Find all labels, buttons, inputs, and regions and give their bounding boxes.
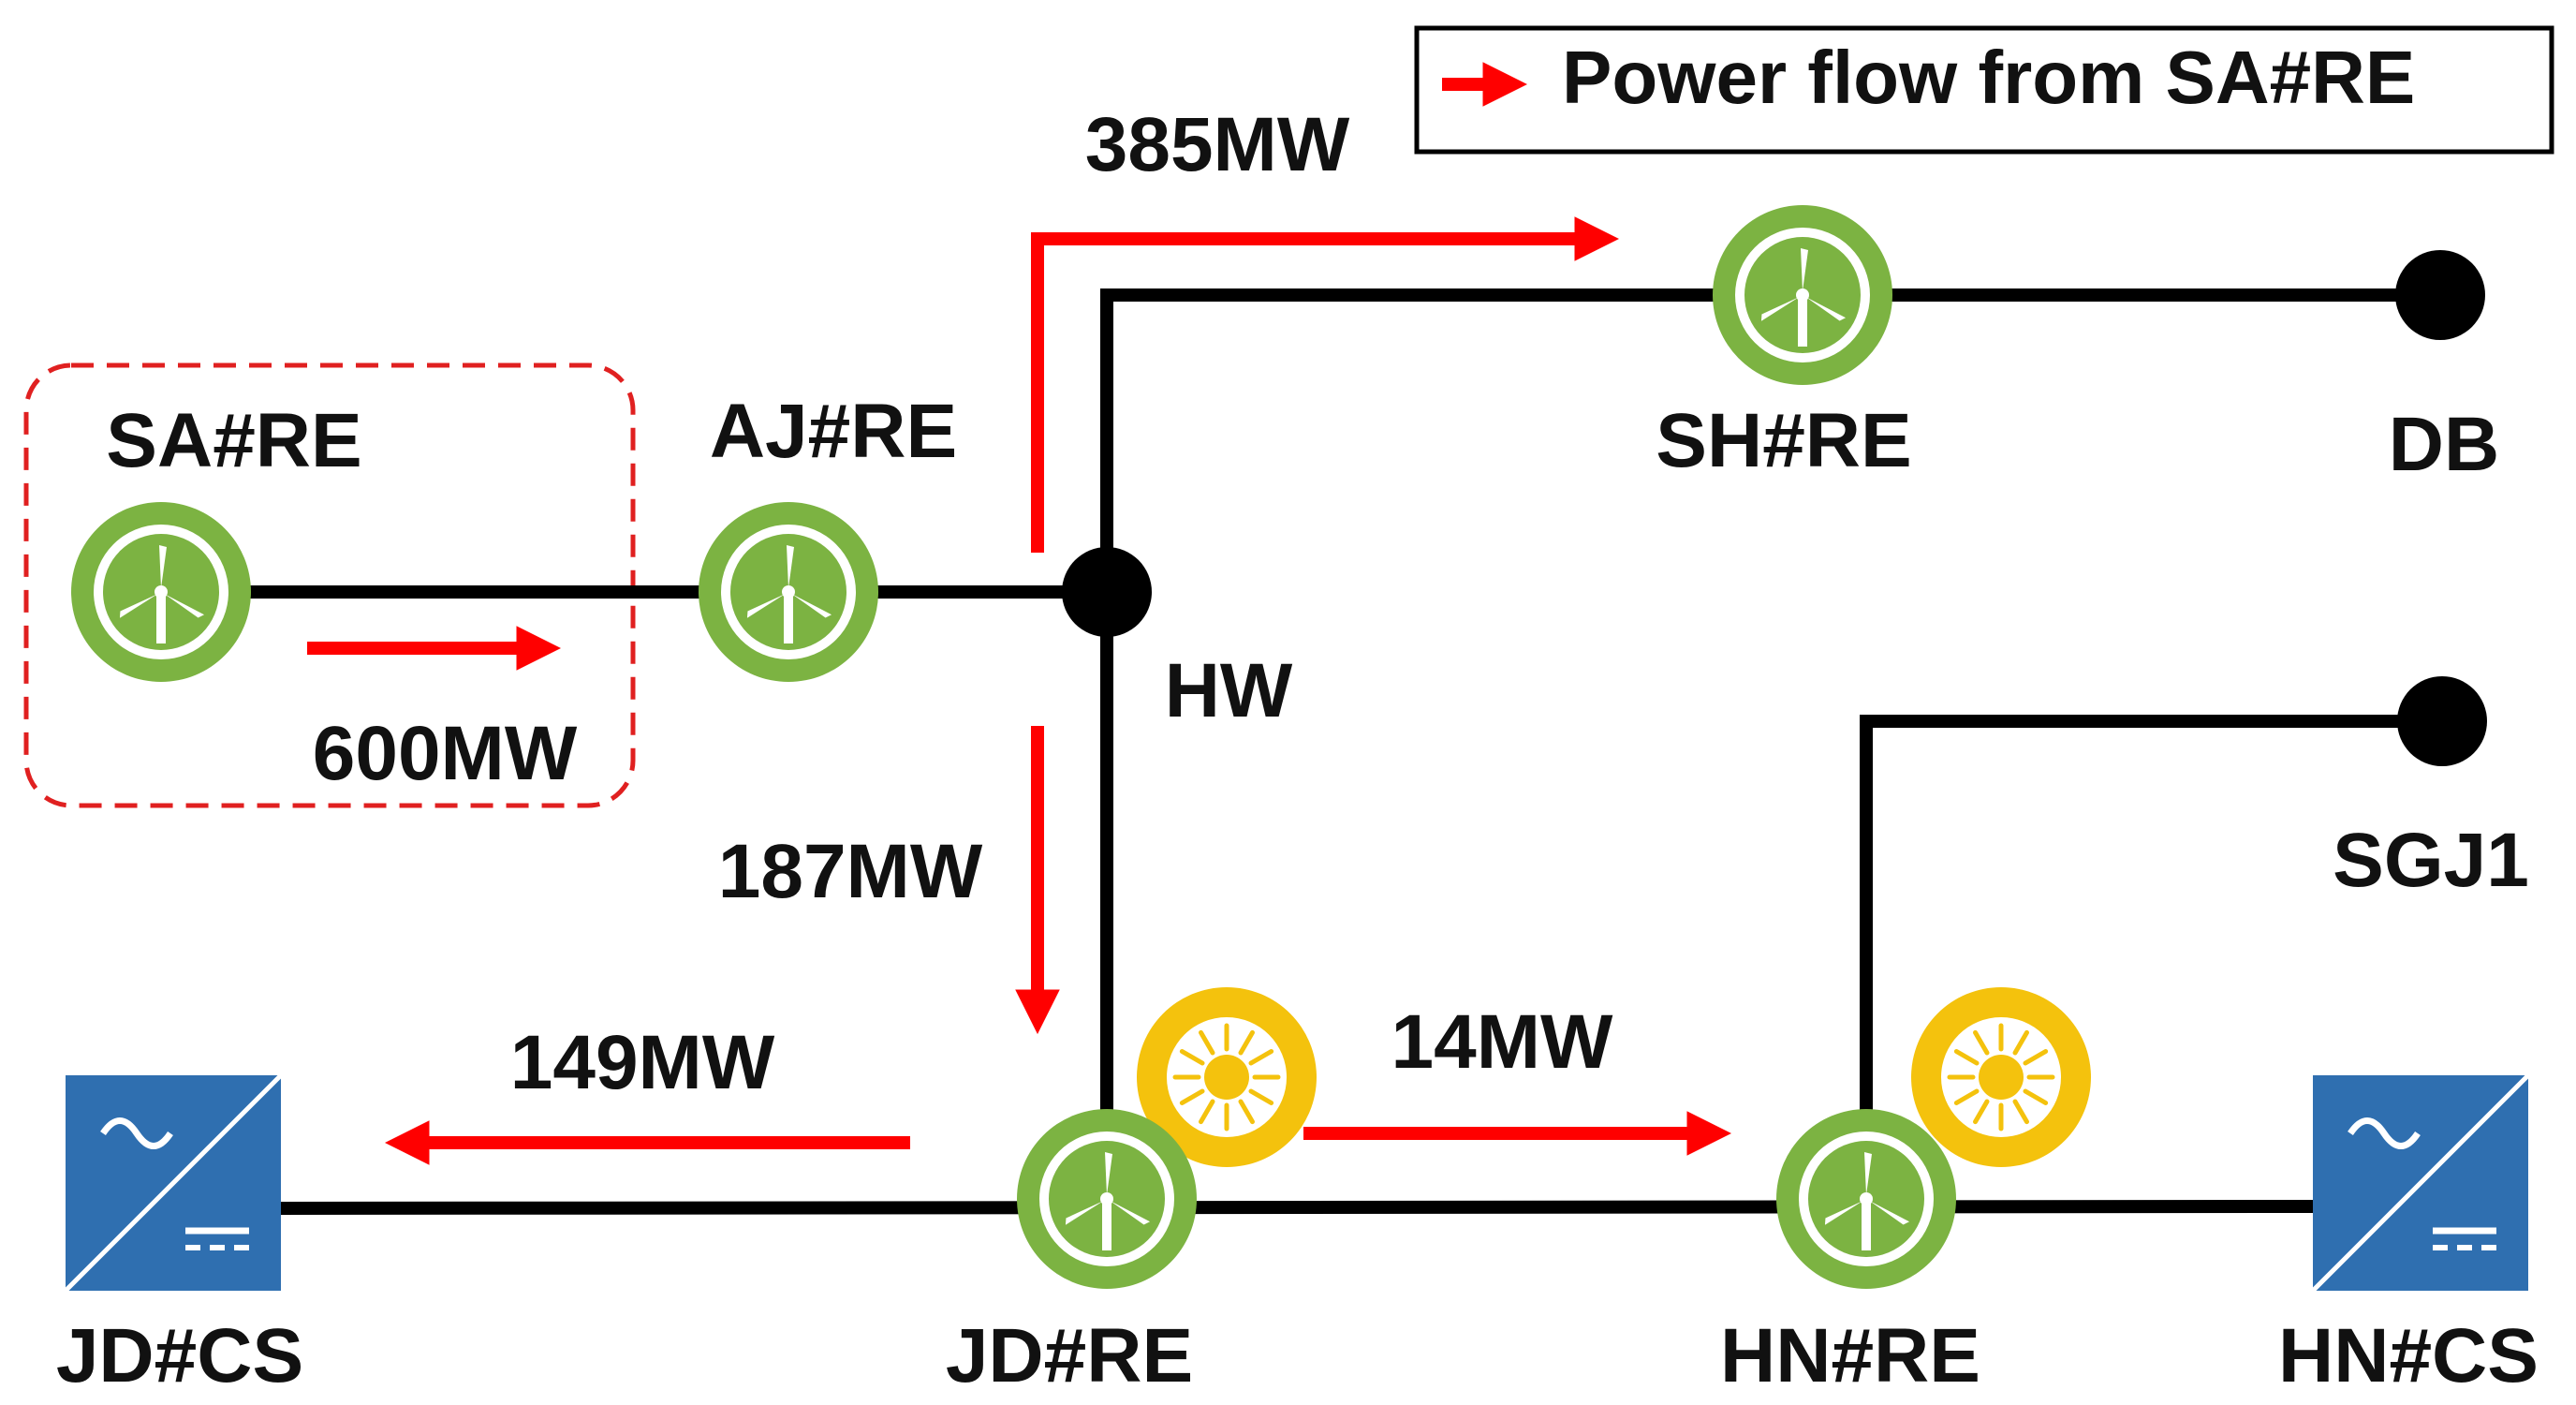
bus-node-db xyxy=(2395,250,2485,340)
flow-label-600mw: 600MW xyxy=(313,711,578,796)
label-sa-re: SA#RE xyxy=(106,398,361,483)
solar-icon-hn-re xyxy=(1911,987,2091,1167)
bus-node-hw xyxy=(1062,547,1152,637)
label-aj-re: AJ#RE xyxy=(710,389,957,474)
wind-turbine-icon-jd-re xyxy=(1017,1109,1197,1289)
label-jd-re: JD#RE xyxy=(946,1313,1193,1398)
bus-node-sgj1 xyxy=(2397,676,2487,766)
flow-label-385mw: 385MW xyxy=(1085,102,1350,187)
label-hn-re: HN#RE xyxy=(1720,1313,1980,1398)
flow-label-149mw: 149MW xyxy=(510,1020,775,1105)
legend: Power flow from SA#RE xyxy=(1414,25,2554,155)
line-hw-sh-db xyxy=(1100,288,2440,592)
label-sh-re: SH#RE xyxy=(1656,398,1911,483)
power-flow-arrows xyxy=(307,216,1732,1165)
flow-labels: 600MW 385MW 187MW 149MW 14MW xyxy=(313,102,1613,1105)
wind-turbine-icon-aj-re xyxy=(699,502,878,682)
node-labels: SA#RE AJ#RE HW SH#RE DB SGJ1 JD#CS JD#RE… xyxy=(56,389,2539,1398)
legend-text: Power flow from SA#RE xyxy=(1562,36,2415,119)
flow-label-187mw: 187MW xyxy=(718,829,983,914)
flow-arrow-hw-sh xyxy=(1031,216,1620,553)
label-hw: HW xyxy=(1165,648,1293,733)
converter-station-icon-jd-cs xyxy=(66,1075,281,1291)
legend-box xyxy=(1414,25,2554,155)
line-hn-sgj1 xyxy=(1860,715,2442,1206)
flow-label-14mw: 14MW xyxy=(1391,999,1614,1085)
wind-turbine-icon-sa-re xyxy=(71,502,251,682)
label-sgj1: SGJ1 xyxy=(2333,818,2529,903)
label-db: DB xyxy=(2389,402,2499,487)
converter-station-icon-hn-cs xyxy=(2313,1075,2528,1291)
transmission-lines xyxy=(161,288,2442,1215)
label-jd-cs: JD#CS xyxy=(56,1313,303,1398)
wind-turbine-icon-hn-re xyxy=(1776,1109,1956,1289)
line-jdcs-hncs xyxy=(280,1200,2314,1215)
wind-turbine-icon-sh-re xyxy=(1713,205,1892,385)
label-hn-cs: HN#CS xyxy=(2278,1313,2539,1398)
